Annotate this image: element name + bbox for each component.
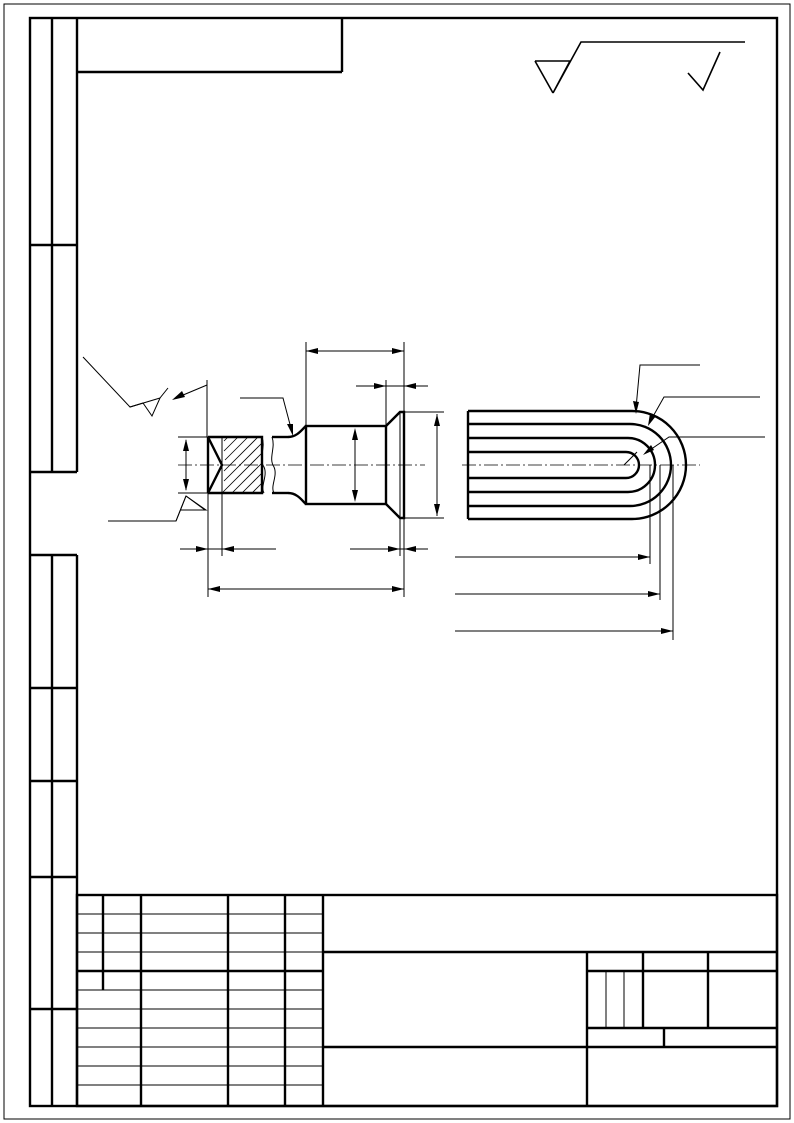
layered-part-view: [455, 364, 765, 640]
shaft-dimensions: [82, 342, 444, 597]
shaft-roughness-sign-bottom: [108, 495, 208, 522]
top-designation-box: [77, 18, 344, 74]
check-mark-roughness-symbol: [687, 51, 721, 92]
radius-leader-1: [635, 364, 700, 409]
radius-leader-2: [650, 396, 760, 421]
shaft-body: [271, 410, 406, 520]
shaft-roughness-sign-top: [82, 356, 169, 418]
title-block: [75, 893, 779, 1108]
radius-leader-3: [646, 436, 765, 453]
left-binding-strip-bottom: [30, 553, 79, 1106]
break-line-left: [261, 436, 266, 494]
section-hatching: [221, 436, 263, 494]
shaft-left-section: [206, 435, 266, 495]
general-roughness-symbol: [534, 41, 745, 94]
break-line-right: [271, 436, 276, 494]
left-binding-strip-top: [30, 18, 79, 474]
sheet-border: [3, 3, 791, 1120]
shaft-view: [178, 410, 425, 520]
